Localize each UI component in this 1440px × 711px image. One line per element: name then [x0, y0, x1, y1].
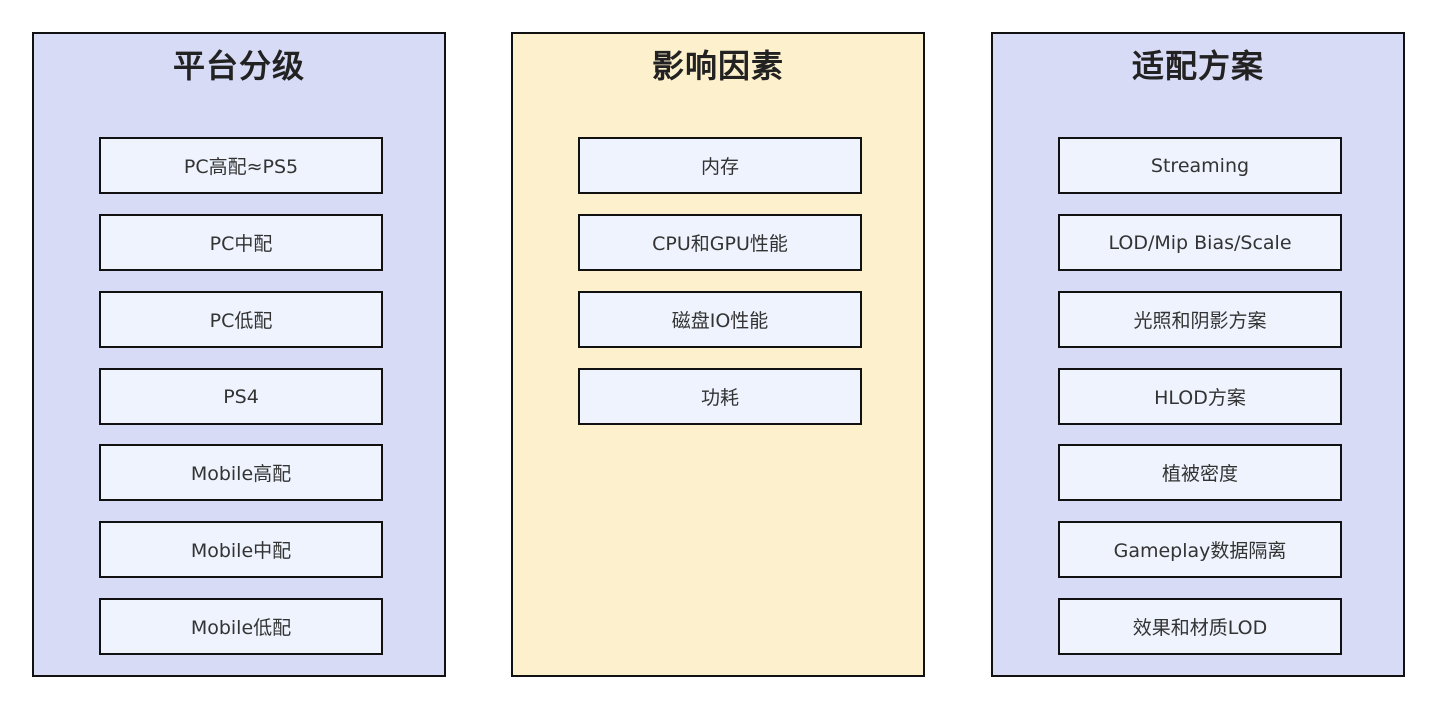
factors-column: 影响因素 内存 CPU和GPU性能 磁盘IO性能 功耗	[511, 32, 925, 677]
platform-item: Mobile低配	[99, 598, 383, 655]
solution-item: Streaming	[1058, 137, 1342, 194]
solution-item: 光照和阴影方案	[1058, 291, 1342, 348]
solution-item: Gameplay数据隔离	[1058, 521, 1342, 578]
column-title: 适配方案	[1131, 47, 1264, 85]
column-title: 平台分级	[172, 47, 305, 85]
factor-item: CPU和GPU性能	[578, 214, 862, 271]
platform-item: PC低配	[99, 291, 383, 348]
platform-item: PC中配	[99, 214, 383, 271]
factor-item: 功耗	[578, 368, 862, 425]
platform-item: PC高配≈PS5	[99, 137, 383, 194]
platform-item: Mobile中配	[99, 521, 383, 578]
platform-tier-column: 平台分级 PC高配≈PS5 PC中配 PC低配 PS4 Mobile高配 Mob…	[32, 32, 446, 677]
solution-item: HLOD方案	[1058, 368, 1342, 425]
solution-item: 植被密度	[1058, 444, 1342, 501]
column-title: 影响因素	[651, 47, 784, 85]
solutions-column: 适配方案 Streaming LOD/Mip Bias/Scale 光照和阴影方…	[991, 32, 1405, 677]
factor-item: 内存	[578, 137, 862, 194]
platform-item: PS4	[99, 368, 383, 425]
solution-item: LOD/Mip Bias/Scale	[1058, 214, 1342, 271]
solution-item: 效果和材质LOD	[1058, 598, 1342, 655]
platform-item: Mobile高配	[99, 444, 383, 501]
factor-item: 磁盘IO性能	[578, 291, 862, 348]
